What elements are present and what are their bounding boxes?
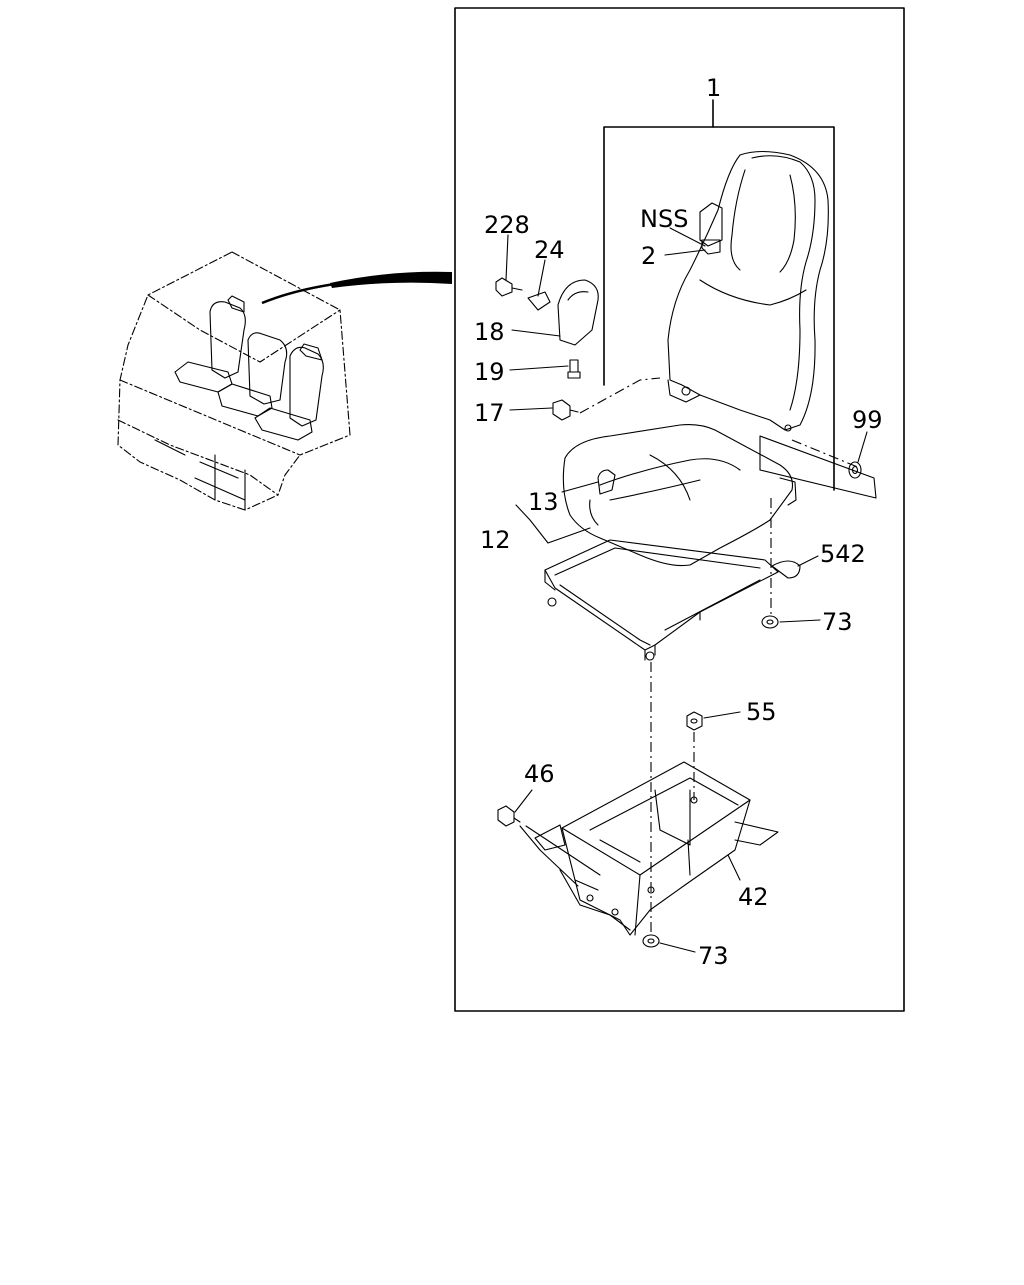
callout-73-lower: 73: [698, 942, 729, 970]
callout-nss: NSS: [640, 205, 688, 233]
hardware-items: [495, 277, 862, 948]
callout-18: 18: [474, 318, 505, 346]
callout-13: 13: [528, 488, 559, 516]
callout-19: 19: [474, 358, 505, 386]
callout-2: 2: [641, 242, 656, 270]
seat-riser-frame: [534, 761, 779, 936]
callout-99: 99: [852, 406, 883, 434]
cab-overview-illustration: [117, 251, 453, 511]
detail-frame: [454, 7, 905, 1012]
callout-12: 12: [480, 526, 511, 554]
callout-1-bracket: [603, 126, 835, 491]
callout-46: 46: [524, 760, 555, 788]
leader-lines: [505, 227, 868, 953]
callout-1: 1: [706, 74, 721, 102]
callout-labels: 1 228 24 NSS 2 18 19 17 99 13 12 542 73 …: [474, 74, 883, 970]
seat-back-assembly: [603, 99, 877, 499]
callout-542: 542: [820, 540, 866, 568]
callout-42: 42: [738, 883, 769, 911]
callout-24: 24: [534, 236, 565, 264]
callout-228: 228: [484, 211, 530, 239]
callout-73-upper: 73: [822, 608, 853, 636]
callout-17: 17: [474, 399, 505, 427]
seat-cushion-assembly: [544, 424, 801, 661]
callout-55: 55: [746, 698, 777, 726]
